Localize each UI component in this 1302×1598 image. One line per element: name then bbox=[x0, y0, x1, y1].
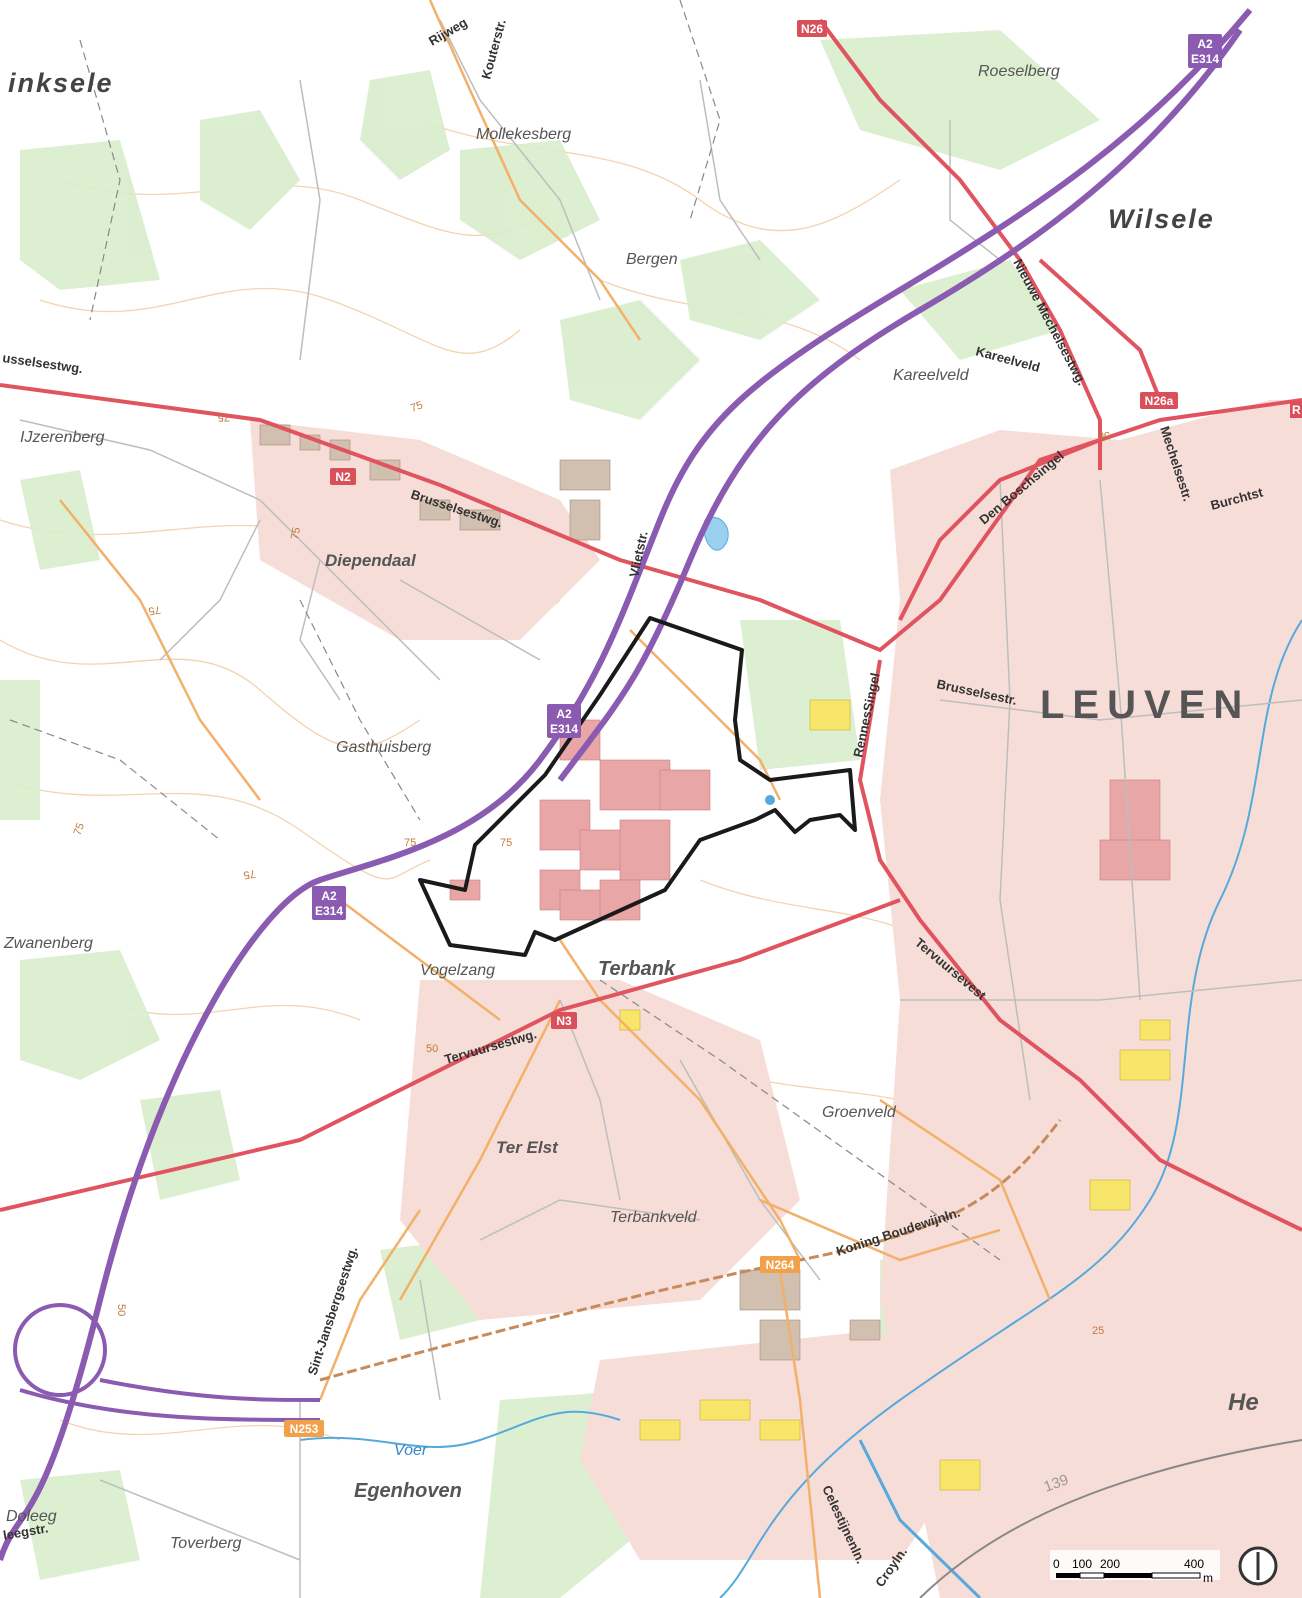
scale-segment bbox=[1151, 1572, 1201, 1579]
dijle-river bbox=[719, 619, 1302, 1598]
scale-segment bbox=[1056, 1573, 1080, 1578]
contour-label: 75 bbox=[500, 837, 512, 849]
municipal-boundaries bbox=[9, 0, 1001, 1261]
minor-streets bbox=[19, 19, 1302, 1598]
scale-tick-200: 200 bbox=[1100, 1557, 1120, 1571]
place-egenhoven: Egenhoven bbox=[354, 1480, 462, 1502]
canal bbox=[858, 1439, 982, 1598]
place-terbankveld: Terbankveld bbox=[610, 1209, 698, 1226]
street-voer: Voer bbox=[394, 1442, 428, 1459]
place-kareelveld: Kareelveld bbox=[893, 367, 970, 384]
svg-text:N3: N3 bbox=[556, 1014, 572, 1028]
place-groenveld: Groenveld bbox=[822, 1104, 897, 1121]
svg-text:R: R bbox=[1292, 403, 1301, 417]
scale-unit: m bbox=[1203, 1571, 1213, 1585]
scale-segment bbox=[1104, 1573, 1152, 1578]
place-wilsele: Wilsele bbox=[1108, 204, 1215, 234]
place-mollekesberg: Mollekesberg bbox=[476, 126, 571, 143]
shield-n26: N26 bbox=[797, 20, 827, 37]
shield-n26a: N26a bbox=[1140, 392, 1178, 409]
svg-text:A2: A2 bbox=[556, 707, 572, 721]
main-roads bbox=[0, 18, 1302, 1232]
contour-label: 75 bbox=[289, 526, 303, 540]
scale-segment bbox=[1079, 1572, 1105, 1579]
contour-label: 75 bbox=[242, 867, 256, 881]
place-ter-elst: Ter Elst bbox=[496, 1138, 559, 1157]
svg-text:E314: E314 bbox=[1191, 52, 1219, 66]
road-shields: N26 A2 E314 N26a N2 A2 E314 A2 E314 N3 bbox=[284, 20, 1302, 1437]
contour-label: 75 bbox=[404, 837, 416, 849]
scale-tick-400: 400 bbox=[1184, 1557, 1204, 1571]
contour-label: 75 bbox=[147, 603, 161, 617]
svg-text:A2: A2 bbox=[321, 889, 337, 903]
place-leuven: LEUVEN bbox=[1040, 683, 1250, 727]
place-diependaal: Diependaal bbox=[325, 551, 417, 570]
north-arrow-icon bbox=[1238, 1546, 1278, 1586]
shield-r-edge: R bbox=[1290, 401, 1302, 418]
water bbox=[703, 517, 729, 551]
shield-n2: N2 bbox=[330, 468, 356, 485]
place-roeselberg: Roeselberg bbox=[978, 63, 1060, 80]
place-kampenhout: inksele bbox=[8, 68, 114, 98]
public-buildings bbox=[619, 699, 1171, 1491]
roundabout-marker bbox=[763, 793, 777, 807]
place-labels: inksele Wilsele LEUVEN Diependaal Terban… bbox=[3, 63, 1259, 1552]
place-he: He bbox=[1228, 1389, 1259, 1416]
place-vogelzang: Vogelzang bbox=[420, 962, 495, 979]
shield-a2-mid: A2 E314 bbox=[547, 704, 581, 738]
scale-tick-100: 100 bbox=[1072, 1557, 1092, 1571]
shield-a2-ne: A2 E314 bbox=[1188, 34, 1222, 68]
shield-n264: N264 bbox=[760, 1256, 800, 1273]
svg-text:N264: N264 bbox=[766, 1258, 795, 1272]
place-gasthuisberg: Gasthuisberg bbox=[336, 739, 431, 756]
shield-n253: N253 bbox=[284, 1420, 324, 1437]
voer-river bbox=[299, 1410, 621, 1448]
svg-text:A2: A2 bbox=[1197, 37, 1213, 51]
project-boundary bbox=[418, 616, 857, 957]
svg-text:N253: N253 bbox=[290, 1422, 319, 1436]
contour-label: 75 bbox=[409, 399, 425, 414]
svg-text:E314: E314 bbox=[550, 722, 578, 736]
scale-bar: 0 100 200 400 m bbox=[1050, 1550, 1220, 1585]
contour-label: 50 bbox=[426, 1043, 438, 1055]
place-terbank: Terbank bbox=[598, 958, 676, 980]
place-bergen: Bergen bbox=[626, 251, 678, 268]
railway-south bbox=[919, 1439, 1302, 1598]
svg-text:N2: N2 bbox=[335, 470, 351, 484]
contour-label: 50 bbox=[1098, 429, 1110, 441]
shield-a2-sw: A2 E314 bbox=[312, 886, 346, 920]
contour-label: 75 bbox=[72, 821, 87, 837]
svg-text:E314: E314 bbox=[315, 904, 343, 918]
scale-tick-0: 0 bbox=[1053, 1557, 1060, 1571]
contour-label: 75 bbox=[218, 411, 230, 423]
shield-n3: N3 bbox=[551, 1012, 577, 1029]
contour-label: 25 bbox=[1092, 1325, 1104, 1337]
place-zwanenberg: Zwanenberg bbox=[3, 935, 93, 952]
svg-text:N26: N26 bbox=[801, 22, 823, 36]
motorways bbox=[0, 8, 1253, 1561]
svg-text:N26a: N26a bbox=[1145, 394, 1174, 408]
place-toverberg: Toverberg bbox=[170, 1535, 242, 1552]
place-doleeg: Doleeg bbox=[6, 1508, 57, 1525]
motorway-junction bbox=[13, 1303, 321, 1422]
contour-label: 50 bbox=[115, 1304, 127, 1316]
place-ijzerenberg: IJzerenberg bbox=[20, 429, 105, 446]
